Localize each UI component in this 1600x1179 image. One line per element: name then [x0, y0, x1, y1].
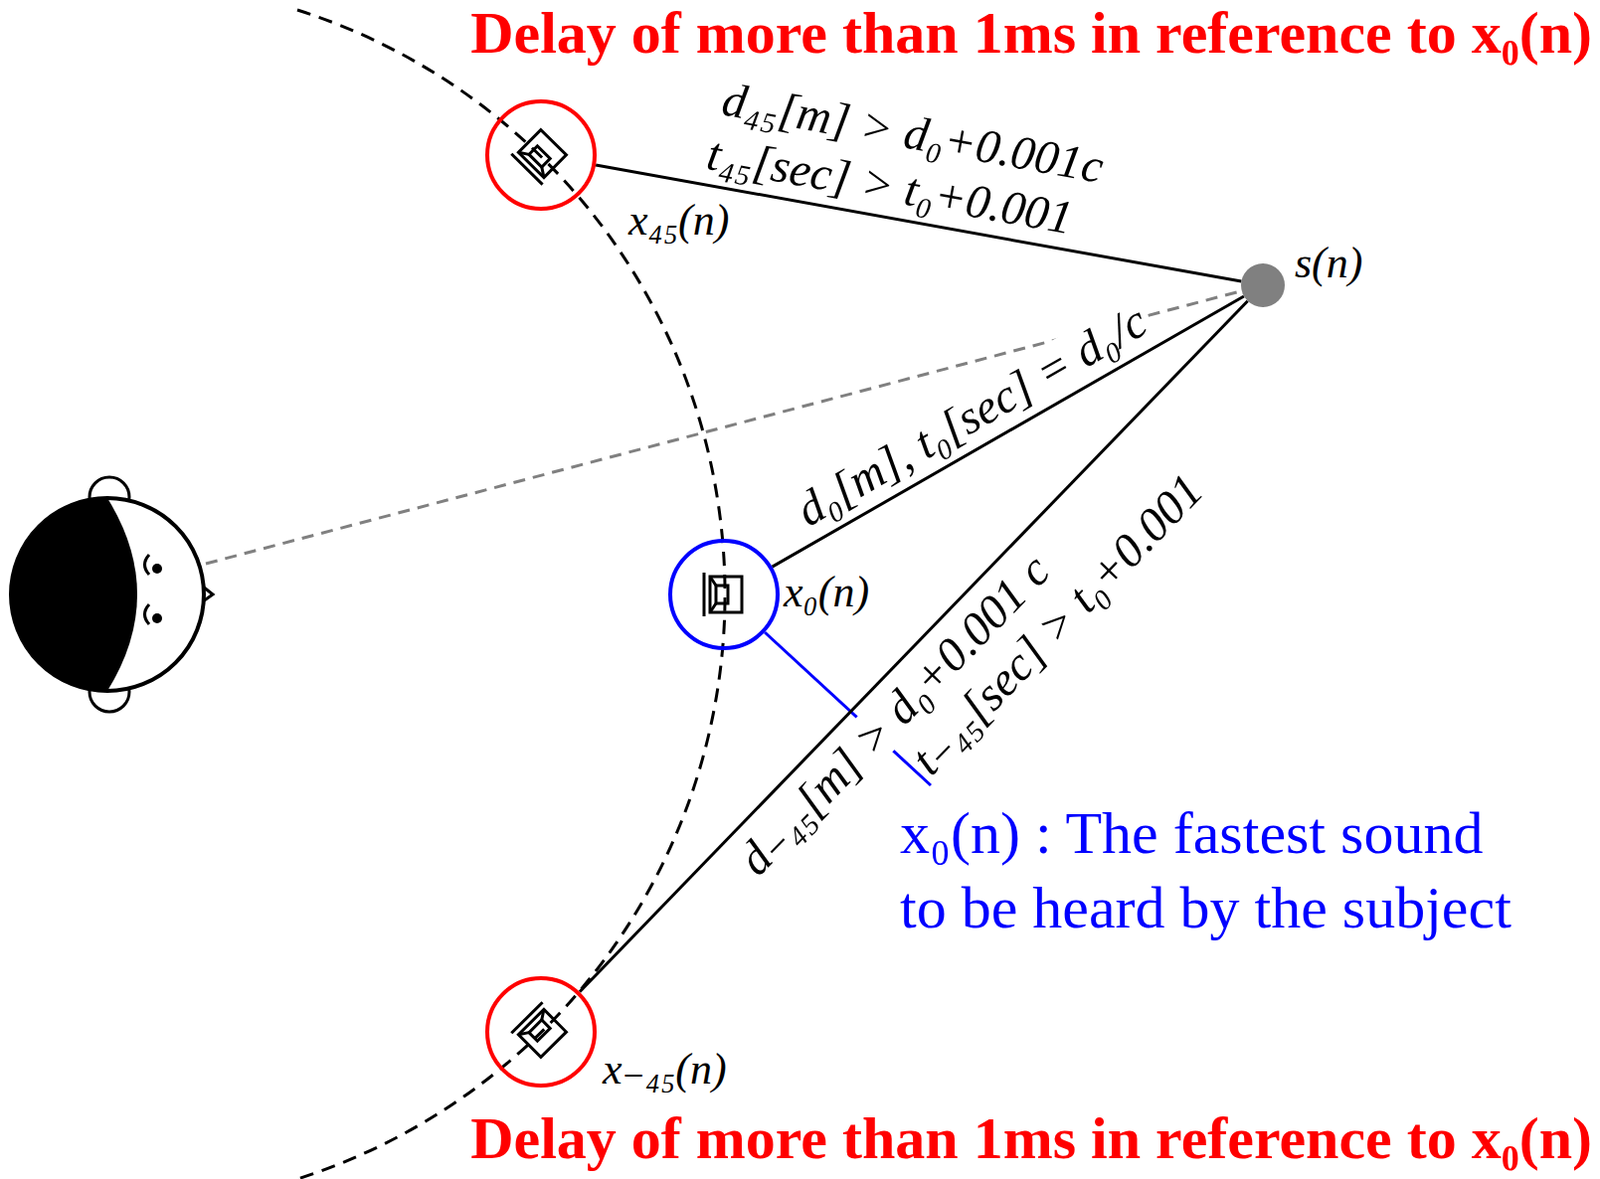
eyebrow: [145, 604, 151, 625]
eye: [152, 613, 163, 624]
speaker-front: [703, 572, 707, 617]
speaker-box: [710, 576, 742, 613]
speaker-box: [518, 130, 566, 178]
signal-label: x₄₅(n): [628, 196, 729, 245]
head-outline: [10, 498, 204, 692]
eyebrow: [145, 554, 151, 575]
highlight-ring: [487, 978, 595, 1086]
circle-outline: [668, 538, 780, 651]
delay-note: Delay of more than 1ms in reference to x…: [470, 1105, 1593, 1172]
speaker-arc: [297, 9, 725, 1179]
source-dot: [1241, 263, 1285, 308]
highlight-ring: [487, 101, 595, 209]
speaker-front: [511, 1002, 542, 1034]
sight-line: [205, 285, 1263, 564]
delay-note: Delay of more than 1ms in reference to x…: [470, 0, 1593, 66]
speaker-circle: x₋₄₅(n): [485, 976, 597, 1088]
speaker-box: [518, 1009, 566, 1058]
signal-label: x₋₄₅(n): [602, 1046, 727, 1094]
sound-source: s(n): [1241, 263, 1285, 308]
speaker-cone: [529, 146, 550, 168]
speaker-icon: [511, 127, 569, 185]
hair: [10, 498, 138, 692]
speaker-icon: [511, 1002, 569, 1061]
speaker-edge: [518, 148, 548, 178]
signal-label: s(n): [1294, 239, 1363, 288]
signal-label: x₀(n): [783, 568, 870, 617]
speaker-icon: [704, 572, 742, 617]
speaker-cone: [715, 585, 728, 604]
source-point: [1241, 263, 1285, 308]
distance-label: d₀[m], t₀[sec] = d₀/c: [784, 293, 1159, 537]
highlight-ring: [670, 540, 778, 649]
speaker-front: [511, 154, 542, 185]
listener-head: [10, 477, 213, 712]
speaker-edge: [518, 1009, 548, 1040]
circle-outline: [485, 99, 597, 211]
circle-outline: [485, 976, 597, 1088]
speaker-circle: x₄₅(n): [485, 99, 597, 211]
speaker-cone: [529, 1020, 550, 1042]
eye: [152, 563, 163, 574]
speaker-circle: x₀(n): [668, 538, 780, 651]
speaker-edge: [710, 576, 716, 613]
nose: [202, 586, 213, 602]
callout-note: x₀(n) : The fastest sound to be heard by…: [899, 796, 1533, 946]
